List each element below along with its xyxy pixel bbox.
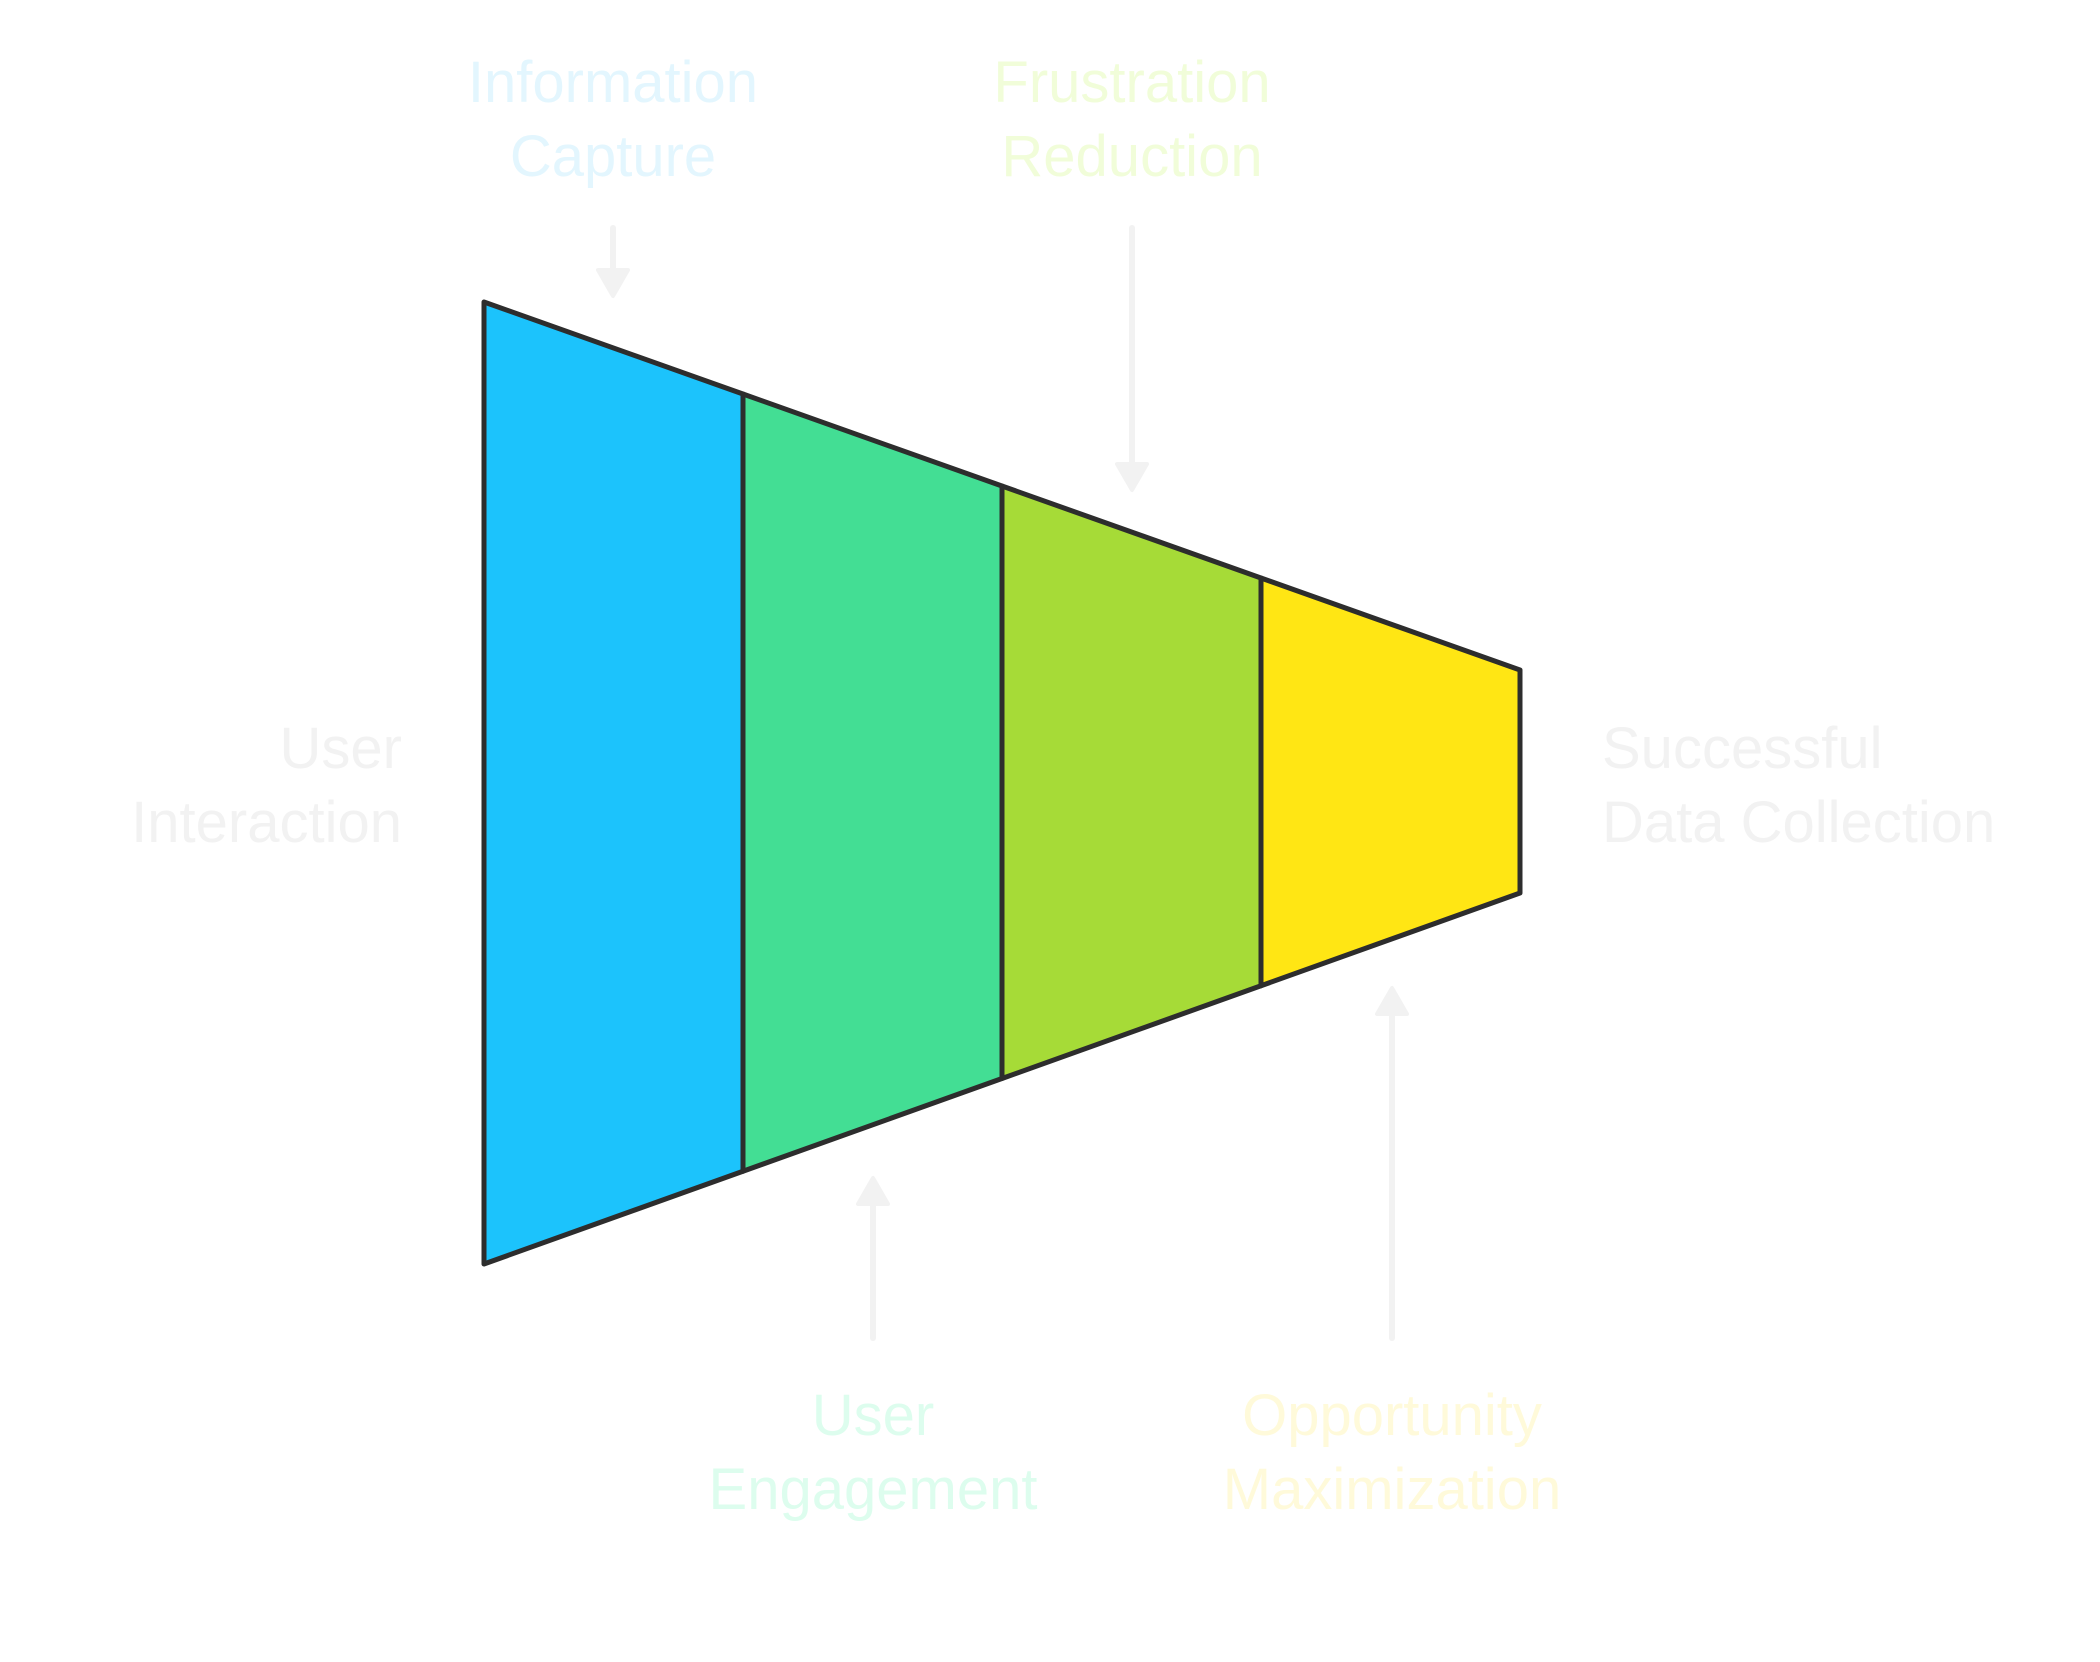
funnel-stage-information-capture <box>481 299 746 1267</box>
funnel-stage-user-engagement <box>740 391 1005 1174</box>
arrow-up-opportunity-maximization-icon <box>1375 986 1409 1341</box>
stage-label-opportunity-maximization: Opportunity Maximization <box>1222 1383 1562 1522</box>
stage-label-user-engagement: User Engagement <box>708 1383 1038 1522</box>
arrow-up-user-engagement-icon <box>856 1176 890 1341</box>
stage-label-frustration-reduction: Frustration Reduction <box>993 50 1271 189</box>
arrow-down-frustration-reduction-icon <box>1115 225 1149 492</box>
output-label: Successful Data Collection <box>1602 716 1996 855</box>
funnel-stage-frustration-reduction <box>999 483 1264 1081</box>
arrow-down-information-capture-icon <box>596 225 630 298</box>
stage-label-information-capture: Information Capture <box>467 50 759 189</box>
funnel-stage-opportunity-maximization <box>1258 575 1523 989</box>
input-label: User Interaction <box>131 716 402 855</box>
